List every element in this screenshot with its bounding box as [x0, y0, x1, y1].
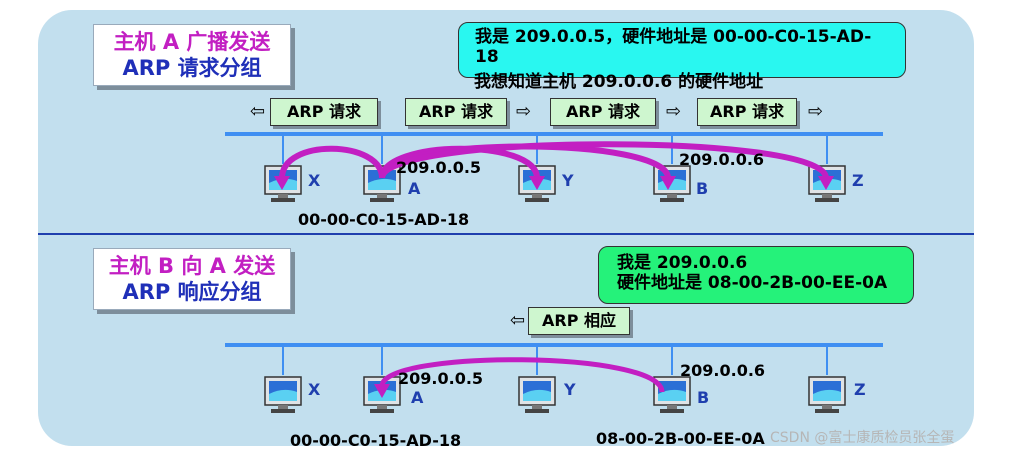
top-bubble-line2: 18 — [475, 47, 499, 67]
bottom-response-bubble: 我是 209.0.0.6 硬件地址是 08-00-2B-00-EE-0A — [598, 246, 914, 304]
top-bubble-line3: 我想知道主机 209.0.0.6 的硬件地址 — [474, 72, 764, 92]
bottom-host-b-label: B — [697, 388, 710, 407]
top-host-z-label: Z — [852, 171, 864, 190]
top-host-a-label: A — [408, 179, 421, 198]
top-host-y-label: Y — [562, 171, 574, 190]
bottom-host-x-icon — [264, 376, 302, 414]
bottom-host-y-label: Y — [564, 380, 576, 399]
top-mac-a: 00-00-C0-15-AD-18 — [298, 210, 470, 229]
bottom-title-box: 主机 B 向 A 发送 ARP 响应分组 — [93, 248, 291, 310]
bottom-host-x-label: X — [308, 380, 321, 399]
top-host-x-label: X — [308, 171, 321, 190]
watermark: CSDN @富士康质检员张全蛋 — [770, 430, 955, 446]
top-ip-b: 209.0.0.6 — [679, 150, 765, 169]
bottom-ip-a: 209.0.0.5 — [398, 369, 484, 388]
broadcast-flow-arrows — [279, 141, 829, 180]
top-host-b-icon — [653, 165, 691, 203]
reply-arrowhead — [374, 384, 390, 398]
bottom-host-a-label: A — [411, 388, 424, 407]
arp-request-packet-3: ARP 请求 — [550, 98, 656, 126]
top-host-b-label: B — [696, 179, 709, 198]
arp-request-packet-4: ARP 请求 — [697, 98, 797, 126]
bottom-bubble-line2: 硬件地址是 08-00-2B-00-EE-0A — [617, 273, 888, 293]
top-ip-a: 209.0.0.5 — [396, 158, 482, 177]
top-request-bubble: 我是 209.0.0.5，硬件地址是 00-00-C0-15-AD- 18 — [458, 22, 906, 78]
section-divider — [38, 233, 974, 235]
right-arrow-icon: ⇨ — [516, 101, 532, 122]
left-arrow-icon: ⇦ — [250, 101, 266, 122]
bottom-ip-b: 209.0.0.6 — [680, 361, 766, 380]
top-title-line2: ARP 请求分组 — [122, 56, 262, 80]
broadcast-arrowheads — [274, 176, 834, 190]
bottom-mac-b: 08-00-2B-00-EE-0A — [596, 429, 765, 448]
bottom-host-y-icon — [518, 376, 556, 414]
bottom-host-z-icon — [808, 376, 846, 414]
arp-request-packet-1: ARP 请求 — [270, 98, 378, 126]
arp-request-packet-2: ARP 请求 — [405, 98, 507, 126]
bottom-title-line2: ARP 响应分组 — [122, 280, 262, 304]
top-title-box: 主机 A 广播发送 ARP 请求分组 — [93, 24, 291, 86]
reply-flow-arrow — [379, 357, 665, 393]
bottom-mac-a: 00-00-C0-15-AD-18 — [290, 431, 462, 450]
top-title-line1: 主机 A 广播发送 — [113, 30, 271, 54]
bottom-title-line1: 主机 B 向 A 发送 — [108, 254, 276, 278]
arp-response-packet: ARP 相应 — [528, 307, 630, 335]
top-bubble-line1: 我是 209.0.0.5，硬件地址是 00-00-C0-15-AD- — [475, 27, 872, 47]
left-arrow-icon: ⇦ — [510, 310, 526, 331]
right-arrow-icon: ⇨ — [808, 101, 824, 122]
bottom-bubble-line1: 我是 209.0.0.6 — [617, 253, 748, 273]
bottom-host-z-label: Z — [854, 380, 866, 399]
top-network-bus — [225, 132, 883, 164]
right-arrow-icon: ⇨ — [666, 101, 682, 122]
